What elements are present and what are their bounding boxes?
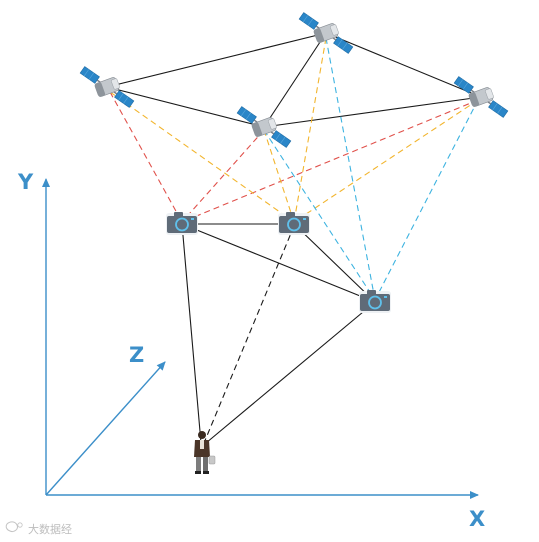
signal-lines <box>109 37 479 444</box>
axes: Y X Z <box>17 170 485 531</box>
y-axis-label: Y <box>17 170 34 194</box>
camera-2-icon <box>277 211 311 236</box>
satellite-3-icon <box>453 75 509 119</box>
satellite-4-icon <box>236 105 292 149</box>
z-axis-label: Z <box>129 343 144 367</box>
z-axis <box>45 361 166 496</box>
x-axis-label: X <box>469 507 485 531</box>
watermark-logo-icon <box>5 521 18 532</box>
camera-1-icon <box>165 211 199 236</box>
satellite-1-icon <box>79 65 135 109</box>
satellite-2-icon <box>298 11 354 55</box>
watermark-text: 大数据经 <box>28 522 72 536</box>
watermark: 大数据经 <box>5 521 72 536</box>
camera-links <box>181 223 376 444</box>
person-icon <box>194 431 216 474</box>
camera-3-icon <box>358 289 392 314</box>
satellite-links <box>106 32 482 128</box>
